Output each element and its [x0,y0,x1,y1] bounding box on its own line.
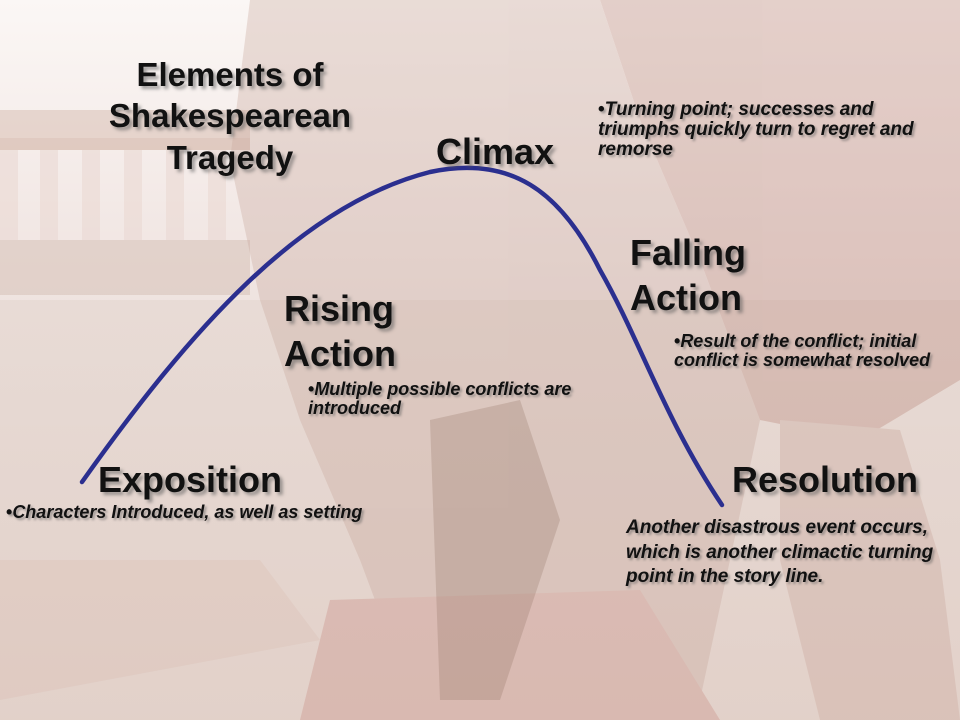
diagram-title: Elements of Shakespearean Tragedy [80,54,380,178]
falling-action-label-line: Action [630,277,742,318]
climax-label: Climax [436,131,555,172]
falling-action-label: Falling Action [630,230,746,320]
climax-note: Turning point; successes and triumphs qu… [598,100,928,160]
title-line: Elements of [136,56,324,93]
rising-action-label-line: Rising [284,288,395,329]
falling-action-note: Result of the conflict; initial conflict… [674,332,944,370]
resolution-note: Another disastrous event occurs, which i… [626,517,934,588]
title-line: Tragedy [166,138,294,176]
resolution-label: Resolution [732,459,918,500]
exposition-label: Exposition [98,459,283,500]
title-line: Shakespearean [108,97,352,135]
plot-arc-curve [79,165,725,508]
exposition-note: Characters Introduced, as well as settin… [6,503,466,522]
rising-action-note: Multiple possible conflicts are introduc… [308,380,608,418]
rising-action-label-line: Action [284,333,396,374]
falling-action-label-line: Falling [630,232,746,273]
rising-action-label: Rising Action [284,286,396,376]
